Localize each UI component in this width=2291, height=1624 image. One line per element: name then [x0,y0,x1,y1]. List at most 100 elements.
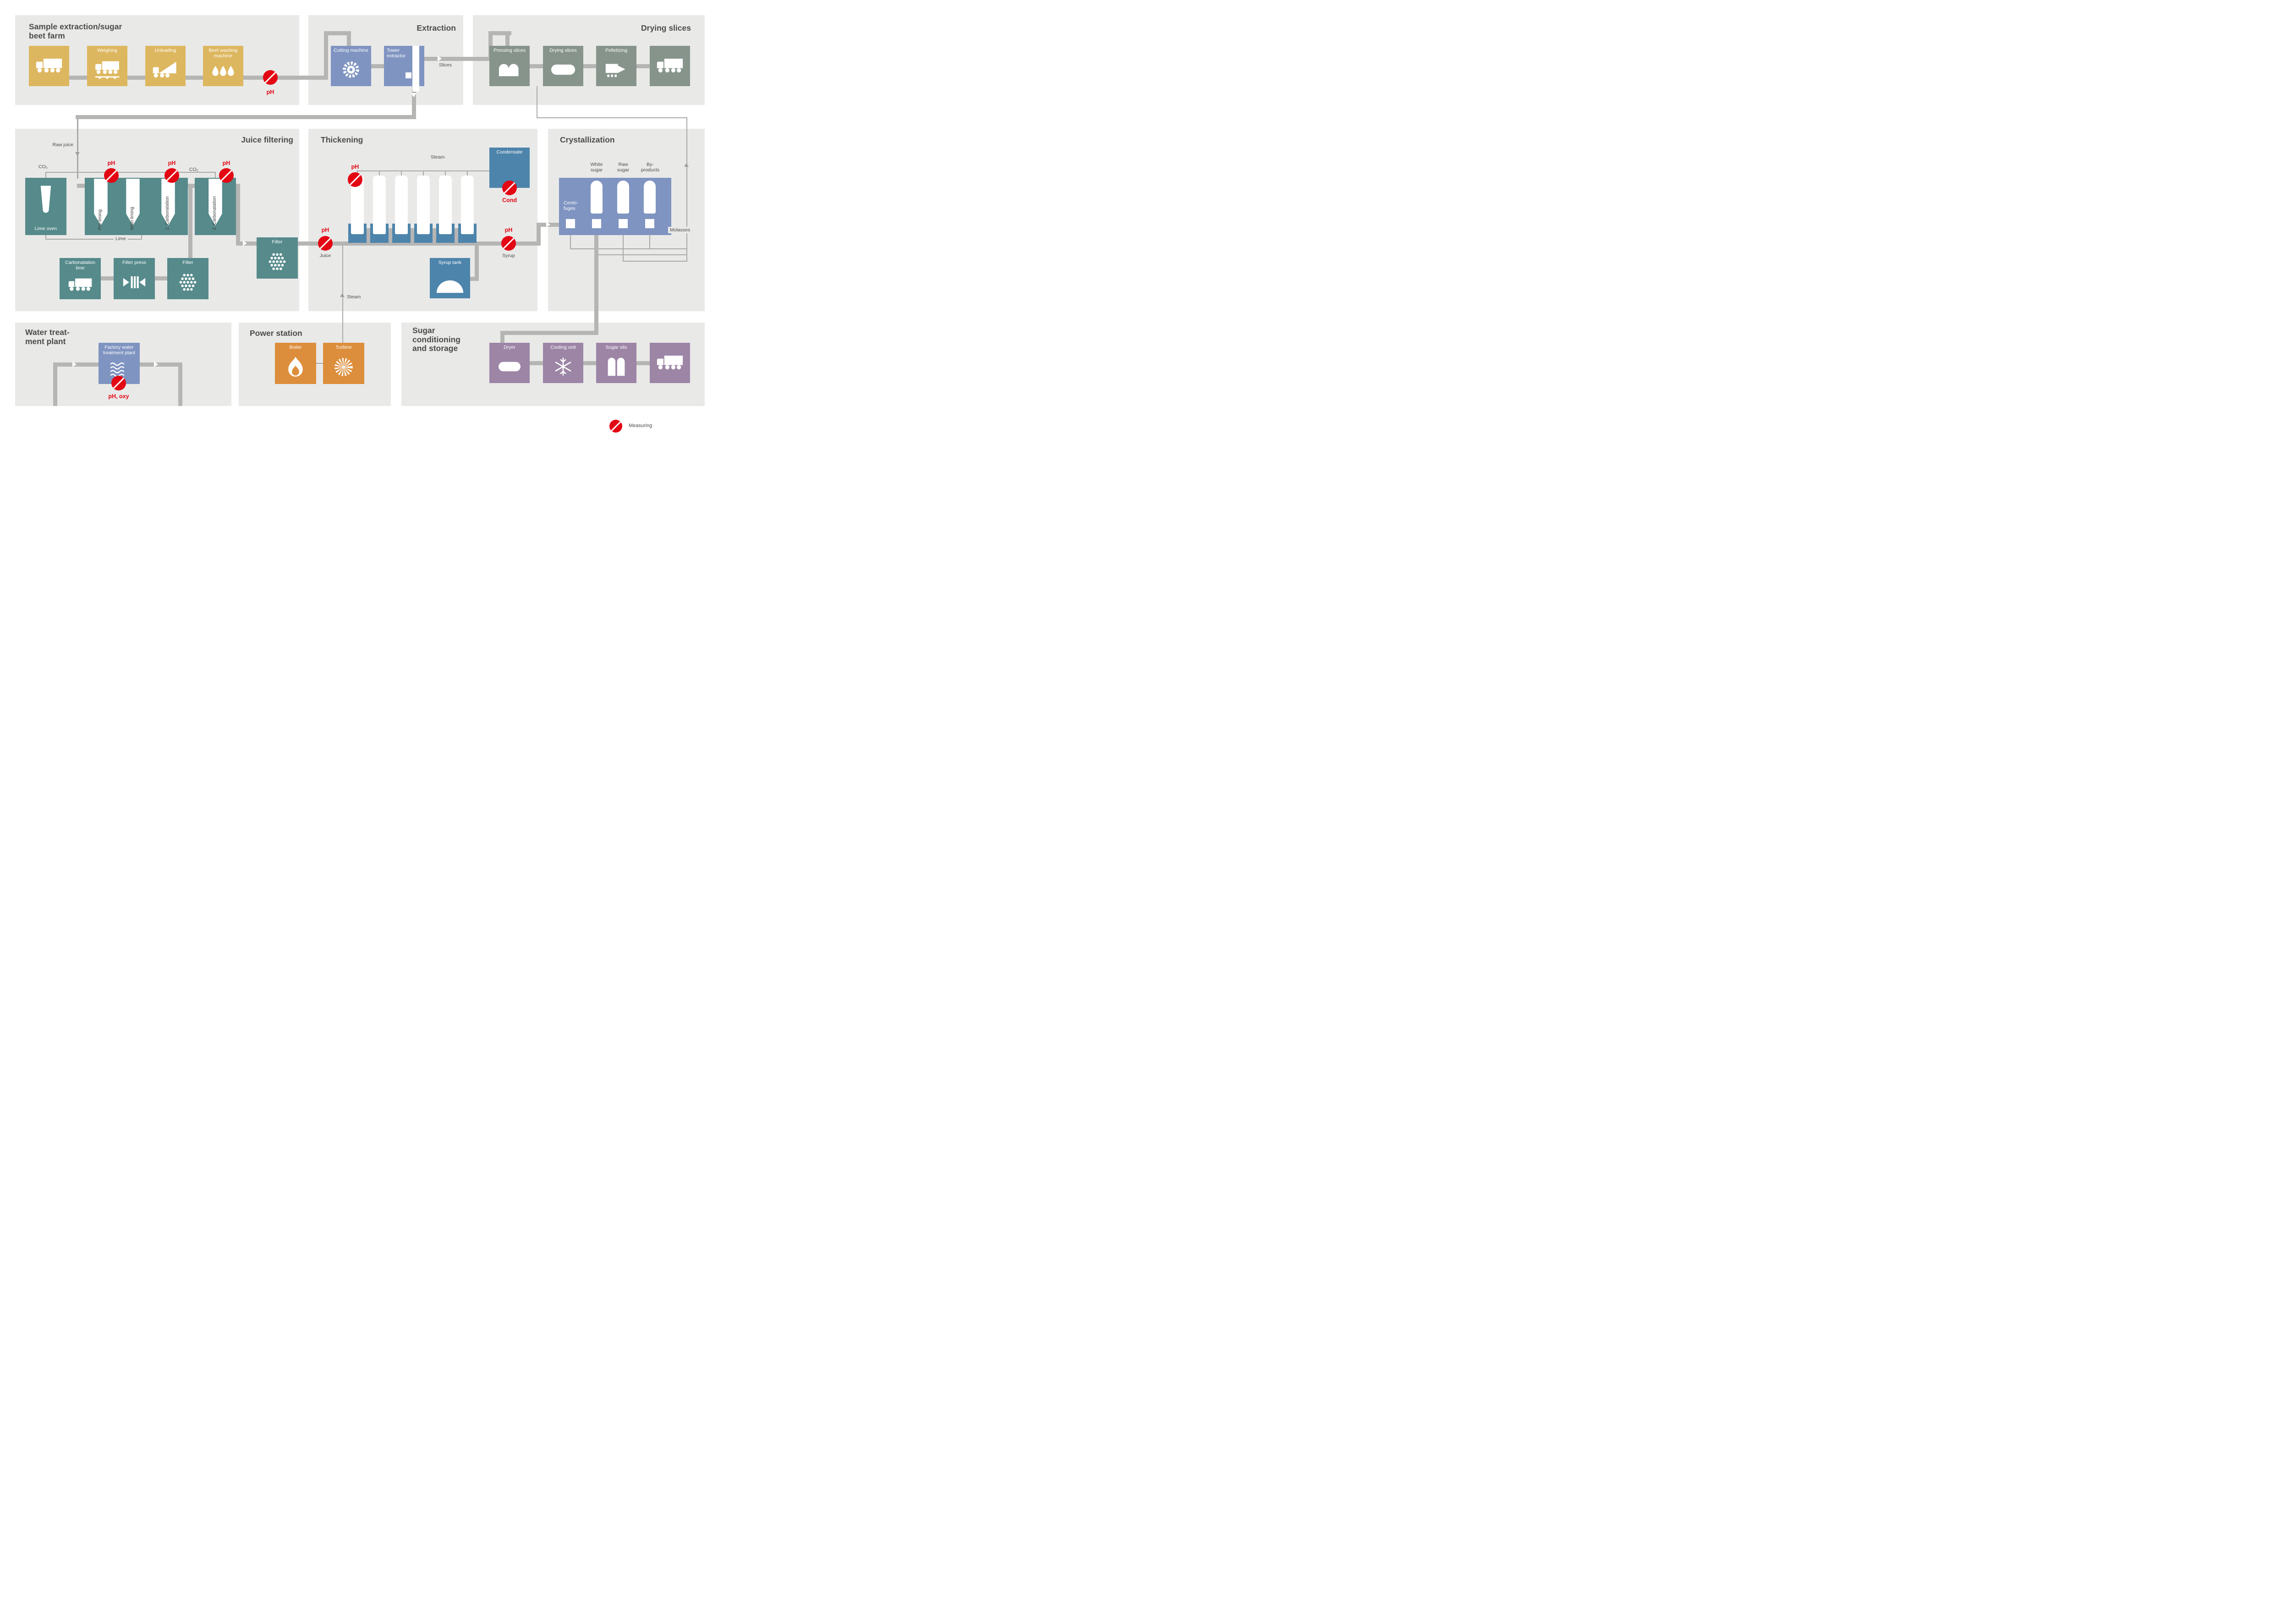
crystallizer-vessel [617,181,629,214]
unloading-label: Unloading [154,48,176,53]
evaporator-vessel [395,176,408,234]
carbonatation-lime-box: Carbonatation lime [60,258,101,299]
evaporator-vessel [417,176,430,234]
syrup-tank-pipe [475,243,479,281]
boiler-turbine-line [315,363,323,364]
pelletizing-box: Pelletizing [596,46,636,86]
raw-juice-arrow [75,152,80,156]
drying-title: Drying slices [641,23,691,33]
measuring-point-icon [263,70,278,85]
weighbridge-icon [87,54,127,86]
co2-line [45,172,46,178]
extraction-column-feed-icon [406,72,411,78]
syrup-tank-pipe [468,277,479,281]
centrifuge-in-arrow [546,222,550,227]
dryer-box: Dryer [489,343,530,383]
measuring-point-icon [164,168,179,183]
beet-washing-label: Beet washing machine [208,48,238,59]
cooling-unit-box: Cooling unit [543,343,583,383]
tower-extractor-box: Tower extractor [384,46,424,92]
molasses-line [570,248,687,249]
carbonatation-lime-label: Carbonatation lime [65,260,95,271]
press-icon [489,54,530,86]
tank-dome-icon [430,266,470,298]
steam-drop [423,170,424,176]
weighing-label: Weighing [97,48,117,53]
juice-filtering-title: Juice filtering [241,135,293,144]
filter-small-box: Filter [167,258,208,299]
tower-extractor-label: Tower extractor [387,48,406,59]
crystallizer-vessel [591,181,603,214]
evaporator-link-pipe [411,228,414,243]
dryer-drum-icon [489,351,530,383]
beet-washing-box: Beet washing machine [203,46,243,86]
centrifuge-unit [645,219,654,228]
evaporator-link-pipe [455,228,458,243]
truck-icon [650,343,690,383]
sugar-pipe [500,331,504,345]
raw-juice-label: Raw juice [52,142,73,148]
slices-pipe [505,31,510,47]
byproducts-up-arrow [684,163,689,167]
cond-label: Cond [502,197,517,203]
syrup-tank-label: Syrup tank [438,260,462,265]
ph-label-juice: pH [321,227,329,233]
extraction-title: Extraction [417,23,456,33]
kiln-icon [25,178,66,226]
beet-pipe [46,76,328,80]
ph-label-carb2: pH [222,160,230,166]
sugar-truck-box [650,343,690,383]
factory-water-box: Factory water treatment plant [99,343,140,384]
steam-drop [445,170,446,176]
carbonatation2-label: 2. Carbonatation [212,196,217,230]
measuring-point-icon [501,236,516,251]
water-pipe [139,362,182,367]
water-title-line2: ment plant [25,336,66,346]
sugar-factory-process-diagram: Sample extraction/sugar beet farm Extrac… [0,0,708,443]
drying-slices-box: Drying slices [543,46,583,86]
tipping-truck-icon [145,54,186,86]
measuring-point-icon [111,376,126,390]
steam-up-arrow [340,293,345,297]
beet-pipe [324,31,351,35]
filter-main-label: Filter [272,239,283,245]
gear-icon [331,54,371,86]
water-in-arrow [72,362,77,367]
measuring-point-icon [348,172,362,187]
farm-title: Sample extraction/sugar beet farm [29,22,122,40]
power-title: Power station [250,329,302,338]
centrifuges-label: Centri-fuges [564,200,578,211]
main-liming-label: Main liming [130,207,135,230]
steam-drop [401,170,402,176]
syrup-label: Syrup [502,253,515,258]
molasses-line [623,261,687,262]
centrifuge-out-line [649,235,650,249]
thickening-title: Thickening [321,135,363,144]
lime-label: Lime [114,236,128,242]
pre-liming-label: Pre-liming [98,209,103,230]
slices-pipe [424,57,493,61]
syrup-tank-box: Syrup tank [430,258,470,298]
cutting-machine-box: Cutting machine [331,46,371,86]
truck-icon [650,46,690,86]
raw-sugar-label: Raw sugar [617,162,630,173]
sugar-pipe [500,331,598,335]
extract-down-arrow [411,93,417,97]
water-out-arrow [154,362,158,367]
water-pipe [178,362,182,406]
lime-line [45,239,142,240]
centrifuge-out-line [570,235,571,249]
evaporator-vessel [373,176,386,234]
measuring-point-icon [219,168,234,183]
crystallizer-vessel [644,181,656,214]
ph-label-syrup: pH [504,227,513,233]
water-title: Water treat- ment plant [25,328,70,346]
filter-in-arrow [243,241,247,246]
water-pipe [53,362,57,406]
steam-bottom-label: Steam [347,294,361,300]
lime-truck-icon [60,271,101,299]
slices-pipe [488,31,511,35]
storage-row-pipe [504,361,664,365]
water-drops-icon [203,59,243,86]
factory-water-label: Factory water treatment plant [103,345,136,356]
